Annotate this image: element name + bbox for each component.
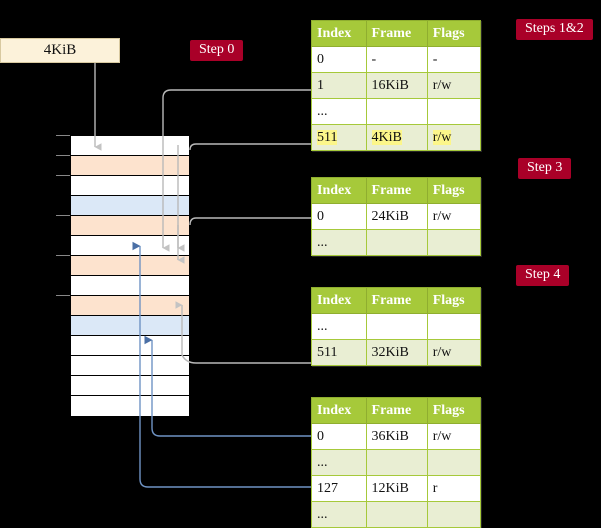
table-header-flags: Flags [426, 177, 482, 204]
table-cell-index: ... [311, 229, 367, 256]
table-header-frame: Frame [365, 287, 428, 314]
table-cell-index: ... [311, 98, 367, 125]
step-badge-step-4: Step 4 [516, 265, 570, 287]
memory-frame-row [71, 236, 189, 256]
step-badge-steps-1-2: Steps 1&2 [516, 19, 593, 41]
table-cell-flags: r/w [426, 423, 482, 450]
table-header-index: Index [311, 287, 367, 314]
table-cell-flags [426, 449, 482, 476]
source-frame-label: 4KiB [43, 42, 77, 58]
table-cell-flags: r [426, 475, 482, 502]
table-cell-frame: 12KiB [365, 475, 428, 502]
table-cell-index: ... [311, 449, 367, 476]
table-header-frame: Frame [365, 20, 428, 47]
table-cell-index: ... [311, 313, 367, 340]
table-cell-index: 127 [311, 475, 367, 502]
step-badge-step-3: Step 3 [518, 158, 572, 180]
table-row: ... [311, 501, 482, 528]
table-row: 0-- [311, 46, 482, 73]
memory-tick [56, 295, 70, 296]
table-header-frame: Frame [365, 397, 428, 424]
table-cell-frame: 36KiB [365, 423, 428, 450]
table-cell-index: 511 [311, 124, 367, 151]
memory-frame-row [71, 256, 189, 276]
table-cell-flags [426, 501, 482, 528]
table-header-index: Index [311, 397, 367, 424]
memory-tick [56, 155, 70, 156]
table-row: ... [311, 449, 482, 476]
table-cell-index: 0 [311, 203, 367, 230]
table-header-flags: Flags [426, 287, 482, 314]
memory-frame-row [71, 136, 189, 156]
table-cell-flags: - [426, 46, 482, 73]
table-cell-frame [365, 229, 428, 256]
memory-frame-row [71, 336, 189, 356]
memory-frame-row [71, 296, 189, 316]
table-cell-frame [365, 98, 428, 125]
table-cell-flags [426, 229, 482, 256]
table-header-index: Index [311, 20, 367, 47]
table-cell-frame [365, 313, 428, 340]
memory-frame-row [71, 216, 189, 236]
table-header-frame: Frame [365, 177, 428, 204]
table-cell-frame: 4KiB [365, 124, 428, 151]
wire-table3-to-memory [181, 340, 311, 364]
memory-frame-row [71, 276, 189, 296]
table-cell-index: 1 [311, 72, 367, 99]
physical-memory-column [70, 135, 190, 416]
memory-frame-row [71, 156, 189, 176]
table-row: ... [311, 229, 482, 256]
table-cell-flags [426, 313, 482, 340]
table-cell-index: 0 [311, 46, 367, 73]
table-header-flags: Flags [426, 397, 482, 424]
table-cell-index: 0 [311, 423, 367, 450]
memory-frame-row [71, 316, 189, 336]
table-cell-frame: 32KiB [365, 339, 428, 366]
memory-frame-row [71, 176, 189, 196]
memory-frame-row [71, 196, 189, 216]
wire-table1-row511-to-memory [189, 143, 311, 151]
table-cell-index: 511 [311, 339, 367, 366]
table-cell-frame: 24KiB [365, 203, 428, 230]
table-cell-frame [365, 449, 428, 476]
memory-tick [56, 255, 70, 256]
table-cell-flags: r/w [426, 203, 482, 230]
source-frame-box: 4KiB [0, 38, 120, 63]
table-header-index: Index [311, 177, 367, 204]
wire-table2-row0-to-memory [189, 217, 311, 226]
table-cell-index: ... [311, 501, 367, 528]
table-row: ... [311, 98, 482, 125]
memory-tick [56, 175, 70, 176]
table-cell-frame [365, 501, 428, 528]
memory-tick [56, 215, 70, 216]
memory-frame-row [71, 376, 189, 396]
table-header-flags: Flags [426, 20, 482, 47]
memory-frame-row [71, 396, 189, 416]
table-cell-frame: - [365, 46, 428, 73]
table-cell-frame: 16KiB [365, 72, 428, 99]
memory-tick [56, 135, 70, 136]
table-cell-flags [426, 98, 482, 125]
table-cell-flags: r/w [426, 124, 482, 151]
step-badge-step-0: Step 0 [190, 40, 244, 62]
table-row: ... [311, 313, 482, 340]
table-cell-flags: r/w [426, 72, 482, 99]
memory-frame-row [71, 356, 189, 376]
table-cell-flags: r/w [426, 339, 482, 366]
